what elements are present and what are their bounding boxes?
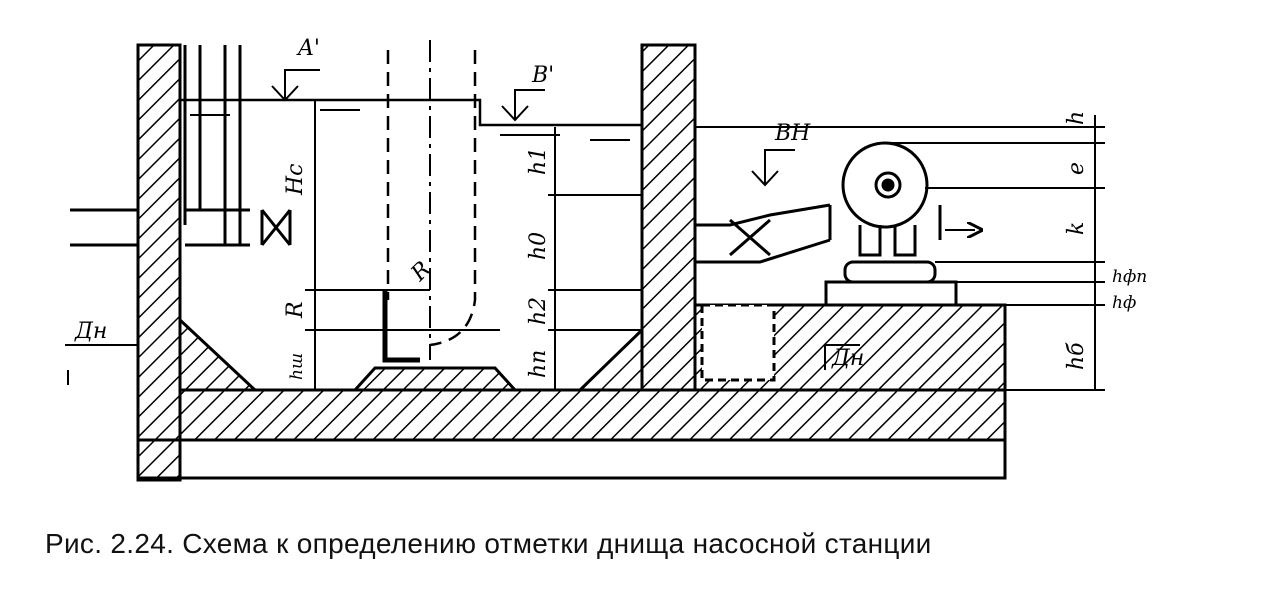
label-dn-left: Дн: [74, 319, 107, 344]
label-hn: hn: [526, 350, 551, 378]
label-hb: hб: [1064, 342, 1089, 370]
label-e: e: [1064, 162, 1089, 175]
valve-left: [260, 209, 292, 246]
label-pump-axis: ВН: [774, 121, 811, 146]
label-hf: hф: [1112, 293, 1136, 313]
label-r-arc: R: [406, 257, 436, 287]
label-section-b: B': [531, 63, 554, 88]
label-k: k: [1064, 222, 1089, 235]
center-plinth: [351, 366, 519, 392]
water-level-a: [180, 98, 642, 127]
right-fillet: [576, 326, 644, 392]
foundation: [138, 438, 1007, 480]
dim-mid: [548, 127, 642, 390]
label-h: h: [1064, 111, 1089, 125]
label-hc: Hc: [283, 163, 308, 196]
dim-right: [695, 115, 1105, 391]
label-h0: h0: [526, 232, 551, 260]
pump-base: [824, 280, 958, 307]
label-section-a: A': [296, 36, 320, 61]
left-wall: [136, 43, 182, 482]
left-fillet: [178, 316, 259, 392]
label-r: R: [283, 301, 308, 319]
inlet-pipe: [70, 208, 250, 247]
suction-pipe: [695, 203, 831, 264]
dim-left: [305, 100, 500, 390]
label-dn-right: Дн: [831, 346, 864, 371]
suction-bell: [386, 50, 477, 347]
label-hsh: hш: [287, 353, 307, 380]
label-hfp: hфп: [1112, 267, 1147, 287]
floor-slab: [178, 388, 1007, 442]
valve-right: [729, 218, 771, 257]
label-h2: h2: [526, 297, 551, 325]
label-h1: h1: [526, 147, 551, 175]
figure-caption: Рис. 2.24. Схема к определению отметки д…: [45, 528, 932, 559]
middle-wall: [640, 43, 697, 392]
